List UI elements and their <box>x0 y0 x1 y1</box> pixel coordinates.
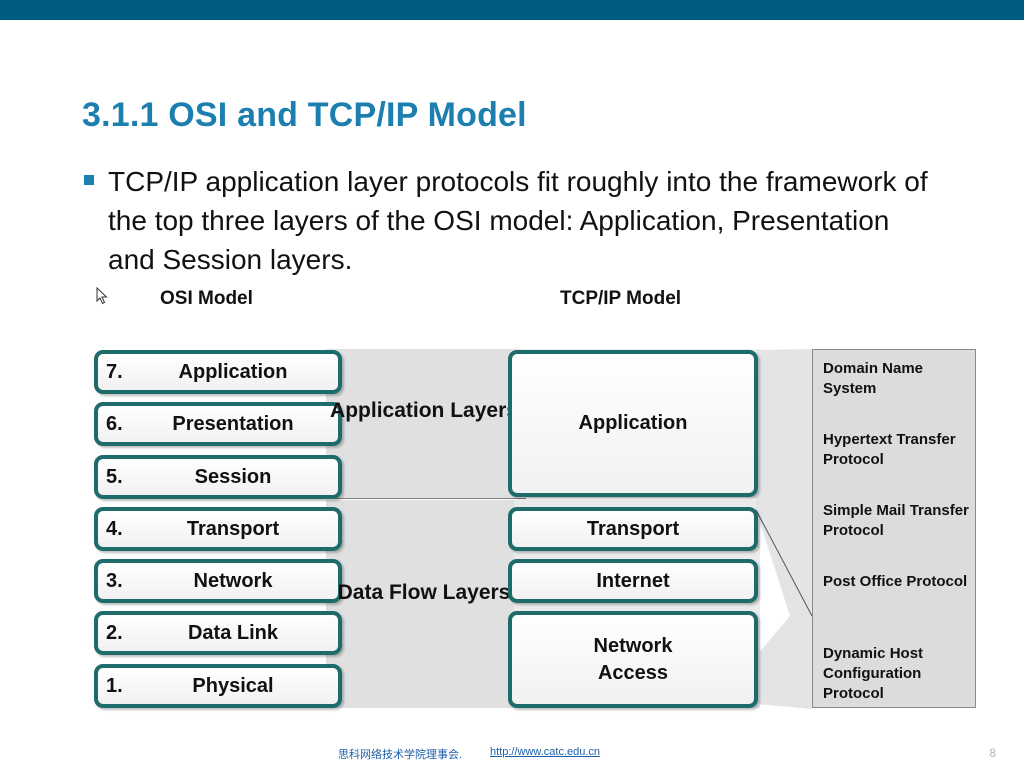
footer-organization: 思科网络技术学院理事会. <box>338 749 463 761</box>
application-layers-label: Application Layers <box>330 399 518 422</box>
bullet-text: TCP/IP application layer protocols fit r… <box>108 166 928 275</box>
top-banner <box>0 0 1024 20</box>
footer-link[interactable]: http://www.catc.edu.cn <box>490 746 601 758</box>
protocol-pop: Post Office Protocol <box>823 573 968 590</box>
osi-model-heading: OSI Model <box>160 288 253 309</box>
osi-layer-5: 5. Session <box>94 455 342 499</box>
cursor-icon <box>96 287 108 305</box>
slide-title: 3.1.1 OSI and TCP/IP Model <box>82 96 527 134</box>
osi-layer-1: 1. Physical <box>94 664 342 708</box>
osi-layer-3: 3. Network <box>94 559 342 603</box>
layer-number: 7. <box>106 361 123 383</box>
layer-name: Data Link <box>187 622 279 644</box>
protocol-dns: Domain Name System <box>823 360 924 397</box>
layer-number: 5. <box>106 466 123 488</box>
layer-number: 2. <box>106 622 123 644</box>
layer-name: Transport <box>186 518 280 540</box>
layer-name: Network <box>193 570 273 592</box>
protocol-list: Domain Name System Hypertext Transfer Pr… <box>812 349 976 708</box>
protocol-http: Hypertext Transfer Protocol <box>823 431 956 468</box>
tcpip-layer-internet: Internet <box>508 559 758 603</box>
bullet-marker <box>84 175 94 185</box>
protocol-smtp: Simple Mail Transfer Protocol <box>823 502 969 539</box>
layer-name: Presentation <box>172 413 294 435</box>
osi-layer-4: 4. Transport <box>94 507 342 551</box>
data-flow-layers-label: Data Flow Layers <box>337 581 511 604</box>
layer-number: 6. <box>106 413 123 435</box>
osi-layer-7: 7. Application <box>94 350 342 394</box>
tcpip-layer-application: Application <box>508 350 758 497</box>
tcpip-model-heading: TCP/IP Model <box>560 288 682 309</box>
layer-name: Session <box>194 466 272 488</box>
page-number: 8 <box>989 746 996 760</box>
tcpip-layer-network-access: Network Access <box>508 611 758 708</box>
layer-number: 3. <box>106 570 123 592</box>
layer-number: 4. <box>106 518 123 540</box>
layer-number: 1. <box>106 675 123 697</box>
layer-name: Application <box>178 361 288 383</box>
layer-name: Physical <box>192 675 274 697</box>
data-flow-layers-zone <box>326 500 516 708</box>
zone-divider <box>326 498 526 499</box>
protocol-connector <box>755 349 813 709</box>
protocol-dhcp: Dynamic Host Configuration Protocol <box>823 645 924 702</box>
osi-layer-6: 6. Presentation <box>94 402 342 446</box>
application-layers-zone <box>326 349 516 498</box>
osi-layer-2: 2. Data Link <box>94 611 342 655</box>
tcpip-layer-transport: Transport <box>508 507 758 551</box>
